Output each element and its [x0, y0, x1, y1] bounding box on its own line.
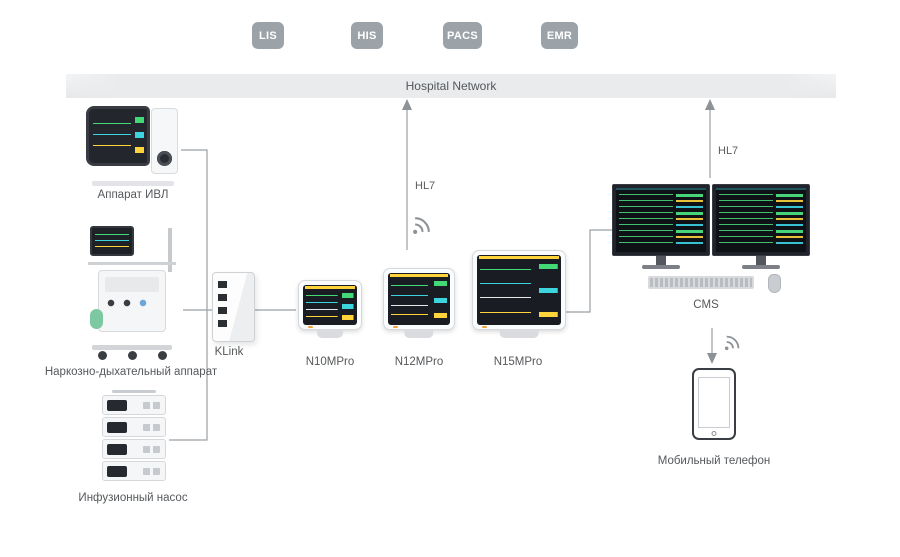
arrowhead-monitors-up — [402, 99, 412, 110]
klink-gateway-device — [212, 272, 255, 342]
anesthesia-device — [84, 226, 180, 360]
monitor-n10mpro-label: N10MPro — [305, 356, 355, 368]
monitor-n12mpro-label: N12MPro — [394, 356, 444, 368]
infusion-pump-device — [102, 390, 168, 484]
anesthesia-breathing-bag — [90, 309, 103, 329]
monitor-n15mpro — [472, 250, 566, 338]
monitor-n10mpro-screen — [303, 285, 357, 325]
hospital-network-bar: Hospital Network — [66, 74, 836, 98]
anesthesia-base — [92, 345, 172, 350]
klink-label: KLink — [214, 346, 244, 358]
mobile-home-button — [711, 431, 717, 436]
anesthesia-wheel — [128, 351, 137, 360]
system-badge-his: HIS — [351, 22, 383, 49]
hl7-cms-label: HL7 — [718, 145, 739, 157]
monitor-n10mpro-stand — [316, 329, 344, 338]
ventilator-label: Аппарат ИВЛ — [97, 189, 169, 201]
arrowhead-cms-down — [707, 353, 717, 364]
cms-left-monitor — [612, 184, 710, 256]
cms-left-screen — [616, 188, 706, 252]
monitor-n15mpro-label: N15MPro — [493, 356, 543, 368]
monitor-n15mpro-stand — [499, 329, 539, 338]
infusion-module — [102, 395, 166, 415]
anesthesia-label: Наркозно-дыхательный аппарат — [44, 366, 218, 378]
hospital-network-label: Hospital Network — [405, 79, 497, 93]
klink-ports — [218, 281, 227, 333]
infusion-handle — [112, 390, 156, 393]
anesthesia-body — [90, 270, 166, 332]
wireless-signal-icon — [413, 217, 430, 234]
hl7-monitors-label: HL7 — [415, 180, 436, 192]
wire-monitors-to-cms — [566, 229, 612, 313]
ventilator-device — [86, 106, 178, 186]
ventilator-knob — [157, 151, 172, 166]
anesthesia-wheel — [98, 351, 107, 360]
mobile-label: Мобильный телефон — [657, 455, 771, 467]
mobile-device-screen — [698, 377, 730, 428]
monitor-n12mpro-stand — [404, 329, 434, 338]
cms-monitor-base — [742, 265, 780, 269]
infusion-module — [102, 461, 166, 481]
mobile-device — [692, 368, 736, 440]
infusion-module — [102, 417, 166, 437]
anesthesia-panel — [105, 277, 159, 292]
cms-label: CMS — [693, 299, 719, 311]
infusion-module — [102, 439, 166, 459]
anesthesia-wheel — [158, 351, 167, 360]
wireless-signal-icon — [724, 335, 740, 351]
cms-station — [612, 184, 812, 296]
system-badge-lis: LIS — [252, 22, 284, 49]
monitor-n12mpro — [383, 268, 455, 338]
system-badge-emr: EMR — [541, 22, 578, 49]
ventilator-body — [151, 108, 178, 174]
cms-monitor-stand — [656, 256, 666, 265]
infusion-label: Инфузионный насос — [78, 492, 188, 504]
ventilator-base — [92, 181, 174, 186]
arrowhead-cms-up — [705, 99, 715, 110]
cms-right-monitor — [712, 184, 810, 256]
anesthesia-pole — [168, 228, 172, 272]
cms-mouse — [768, 274, 781, 293]
cms-monitor-base — [642, 265, 680, 269]
monitor-n12mpro-screen — [388, 273, 450, 325]
cms-keyboard — [648, 276, 754, 289]
anesthesia-monitor — [90, 226, 134, 256]
monitor-n10mpro — [298, 280, 362, 338]
cms-monitor-stand — [756, 256, 766, 265]
anesthesia-shelf — [88, 262, 176, 265]
system-badge-pacs: PACS — [443, 22, 482, 49]
cms-right-screen — [716, 188, 806, 252]
wire-ventilator-to-klink — [181, 149, 208, 310]
ventilator-screen — [86, 106, 150, 166]
anesthesia-dials — [107, 299, 159, 307]
monitor-n15mpro-screen — [477, 255, 561, 325]
